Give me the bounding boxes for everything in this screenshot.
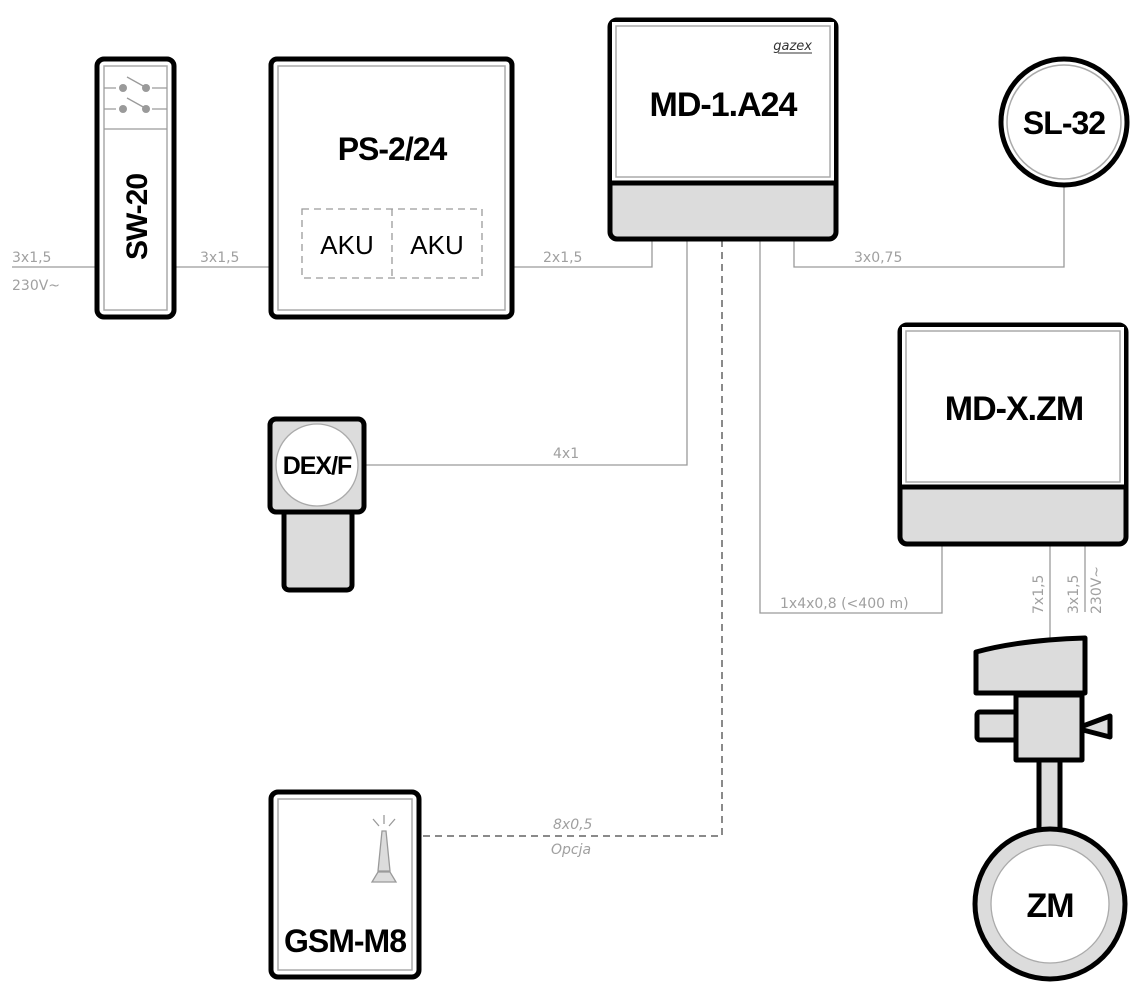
cable-label-mdx-to-zm: 7x1,5 bbox=[1031, 575, 1047, 614]
cable-label-md-to-gsm: 8x0,5 bbox=[553, 817, 593, 833]
cable-label-md-to-dex: 4x1 bbox=[553, 446, 579, 462]
cable-label-mains-voltage: 230V~ bbox=[12, 278, 60, 294]
device-label-md-x-zm: MD-X.ZM bbox=[945, 390, 1083, 428]
device-label-zm: ZM bbox=[1026, 887, 1073, 925]
cable-label-mdx-mains-voltage: 230V~ bbox=[1089, 566, 1105, 614]
brand-logo-gazex: gazex bbox=[773, 39, 812, 54]
wire-md-to-sl bbox=[793, 186, 1065, 268]
wire-md-to-dex bbox=[364, 240, 688, 466]
battery-slots: AKU AKU bbox=[301, 208, 483, 279]
device-sl-32[interactable]: SL-32 bbox=[998, 56, 1130, 188]
wire-md-to-mdx bbox=[759, 240, 943, 614]
device-label-ps-2-24: PS-2/24 bbox=[338, 131, 448, 167]
cable-labels: 3x1,5 230V~ 3x1,5 2x1,5 3x0,75 4x1 1x4x0… bbox=[12, 250, 1105, 858]
device-md-1-a24[interactable]: gazex MD-1.A24 bbox=[607, 17, 839, 242]
battery-label-1: AKU bbox=[320, 230, 373, 260]
device-ps-2-24[interactable]: PS-2/24 AKU AKU bbox=[268, 56, 515, 320]
wire-ps-to-md bbox=[512, 240, 653, 268]
device-gsm-m8[interactable]: GSM-M8 bbox=[268, 789, 422, 980]
device-dex-f[interactable]: DEX/F bbox=[267, 416, 367, 593]
device-md-x-zm[interactable]: MD-X.ZM bbox=[897, 322, 1129, 547]
cable-label-mdx-mains: 3x1,5 bbox=[1066, 575, 1082, 614]
antenna-icon bbox=[370, 815, 398, 883]
device-label-md-1-a24: MD-1.A24 bbox=[650, 86, 798, 124]
wires bbox=[12, 186, 1086, 837]
device-sw-20[interactable]: SW-20 bbox=[94, 56, 177, 320]
wire-md-to-gsm-optional bbox=[420, 240, 723, 837]
valve-actuator-icon bbox=[973, 635, 1113, 843]
device-label-sl-32: SL-32 bbox=[1023, 105, 1105, 141]
device-label-sw-20: SW-20 bbox=[121, 174, 154, 260]
device-zm-valve[interactable]: ZM bbox=[972, 635, 1128, 982]
device-label-dex-f: DEX/F bbox=[283, 452, 352, 480]
cable-label-md-to-gsm-note: Opcja bbox=[551, 842, 591, 858]
device-label-gsm-m8: GSM-M8 bbox=[284, 923, 406, 959]
cable-label-md-to-mdx: 1x4x0,8 (<400 m) bbox=[780, 596, 909, 612]
cable-label-mains-in: 3x1,5 bbox=[12, 250, 51, 266]
switch-icon bbox=[104, 76, 167, 113]
cable-label-ps-to-md: 2x1,5 bbox=[543, 250, 582, 266]
battery-label-2: AKU bbox=[410, 230, 463, 260]
cable-label-sw-to-ps: 3x1,5 bbox=[200, 250, 239, 266]
cable-label-md-to-sl: 3x0,75 bbox=[854, 250, 902, 266]
